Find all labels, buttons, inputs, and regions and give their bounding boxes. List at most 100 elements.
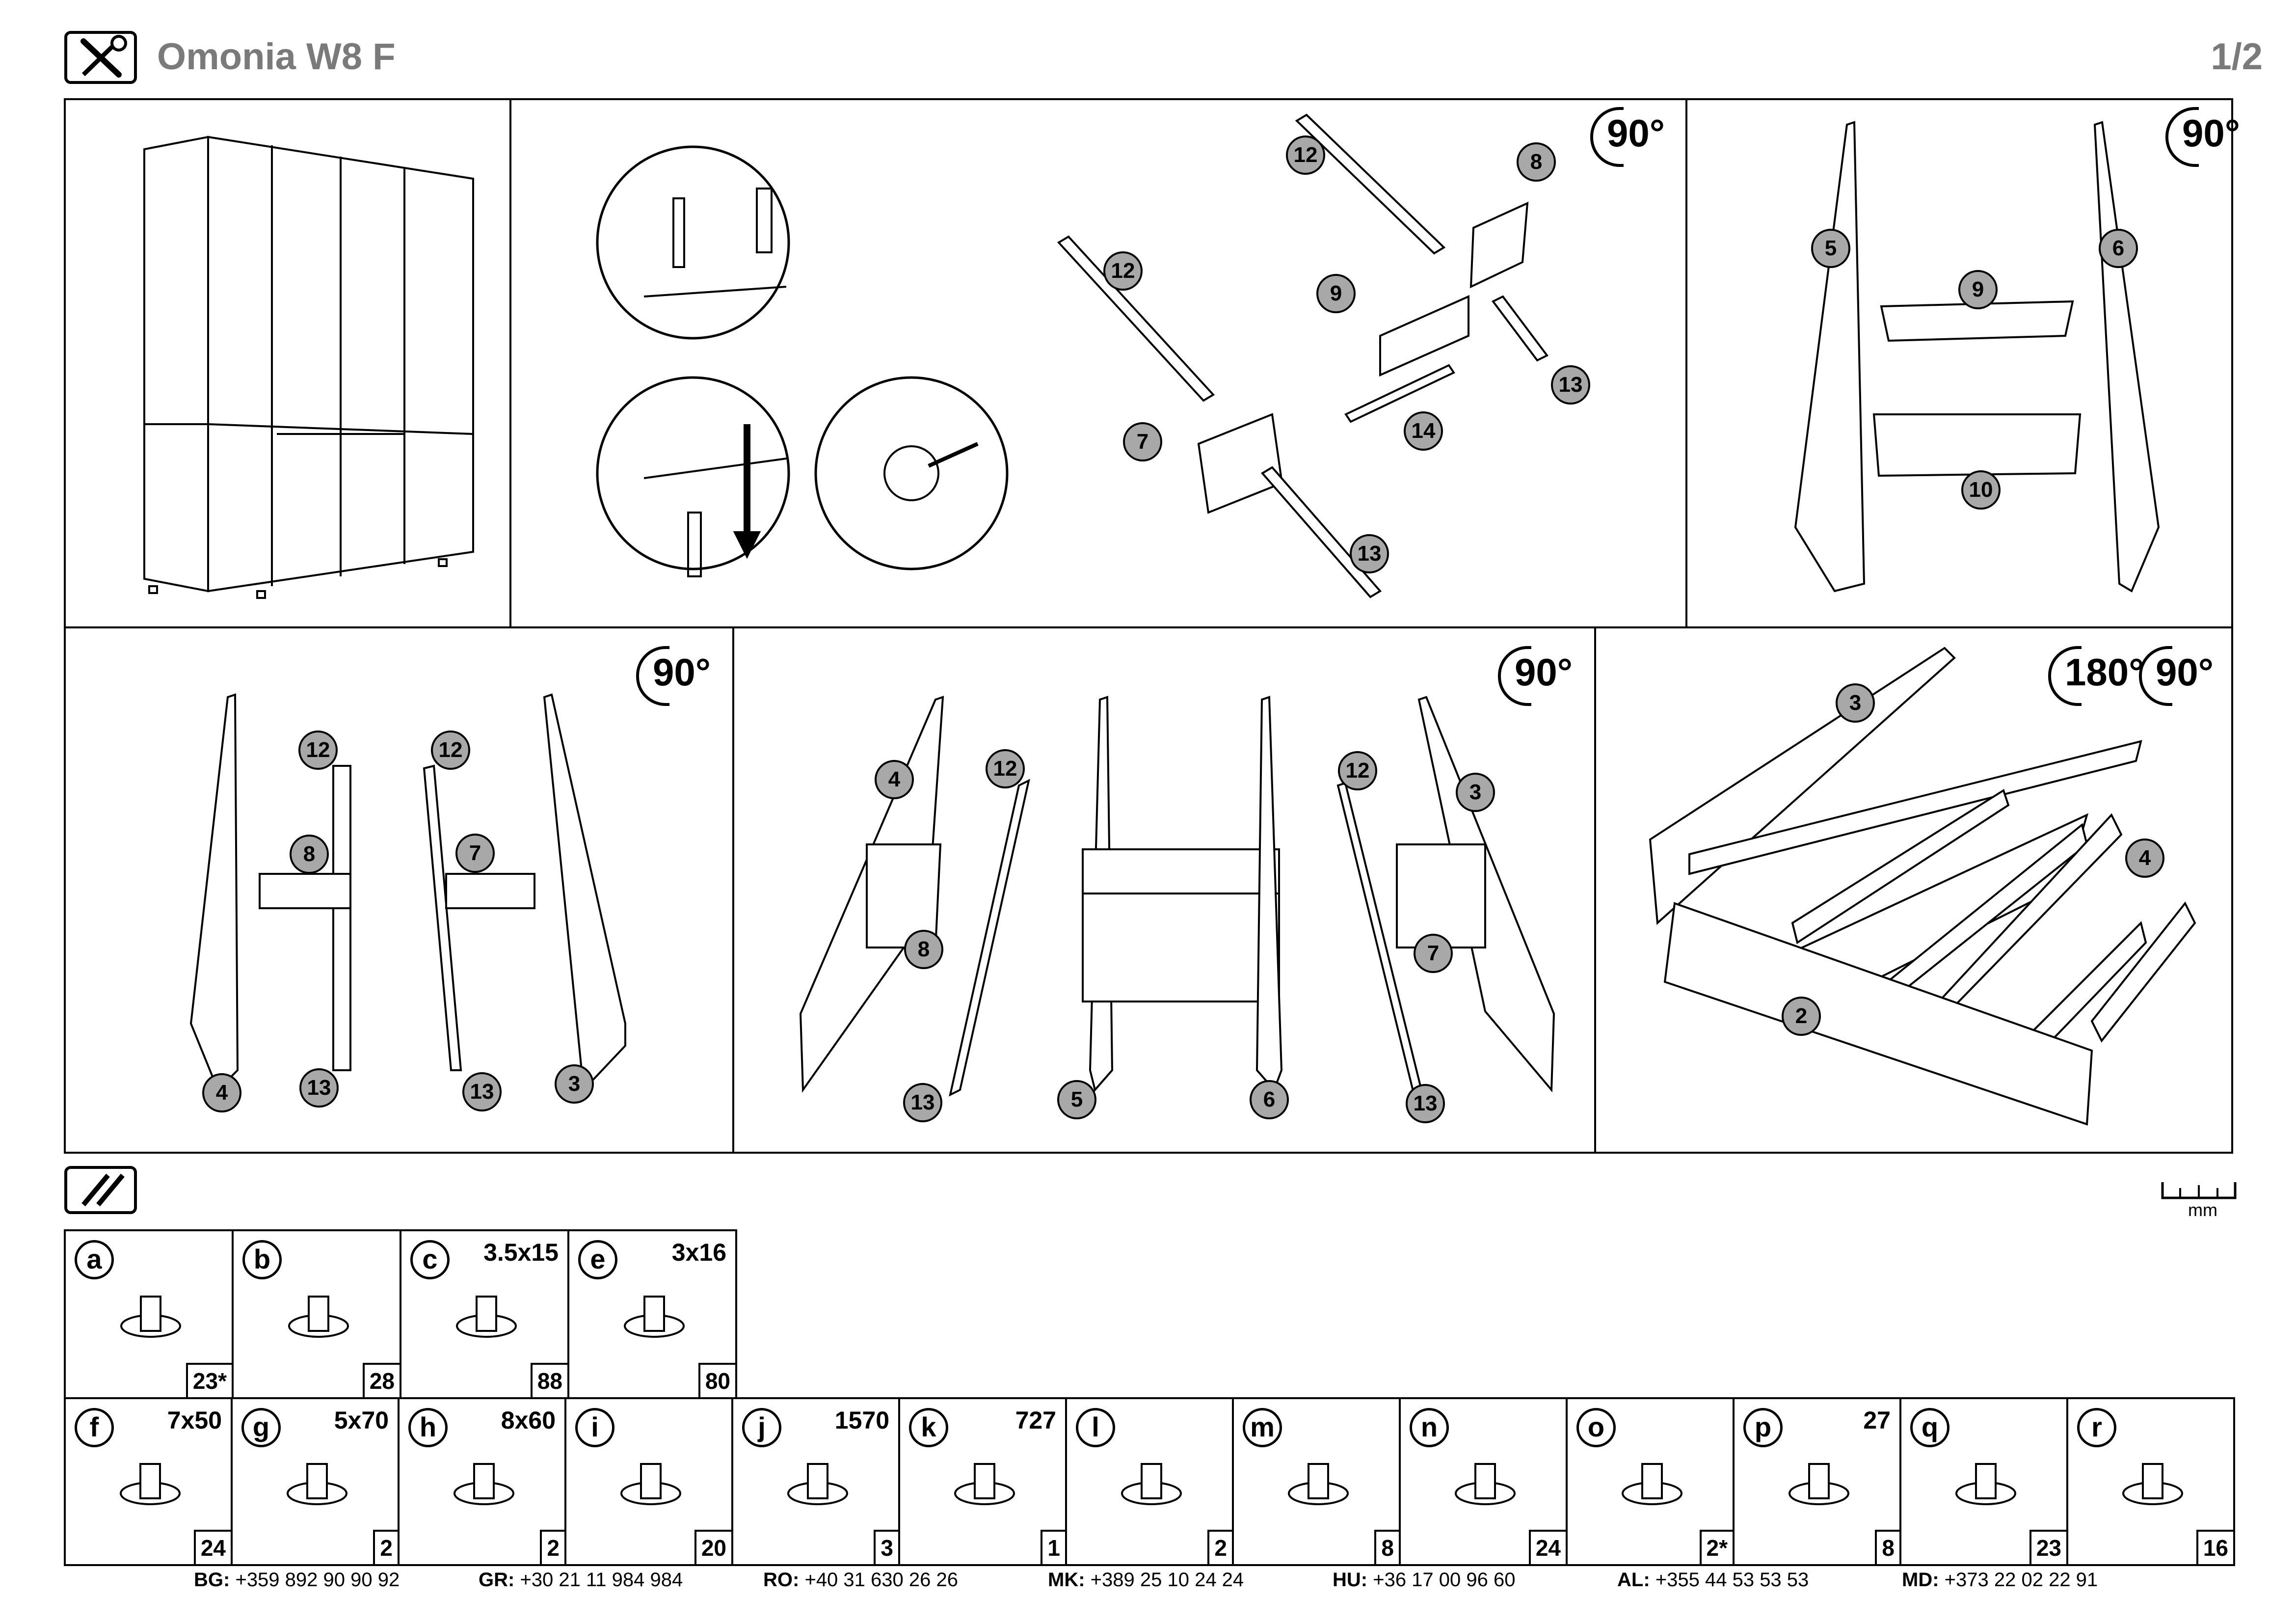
hardware-cell-m: m 8 [1232, 1397, 1401, 1566]
footer-phone-5: AL: +355 44 53 53 53 [1617, 1569, 1809, 1591]
part-number-badge: 5 [1057, 1080, 1096, 1119]
footer-phone-4: HU: +36 17 00 96 60 [1333, 1569, 1516, 1591]
part-number-badge: 4 [202, 1073, 241, 1112]
hardware-qty: 24 [1528, 1530, 1566, 1564]
part-number-badge: 12 [986, 749, 1025, 788]
part-number-badge: 13 [903, 1083, 942, 1122]
hardware-cell-o: o 2* [1566, 1397, 1735, 1566]
hardware-qty: 23* [186, 1363, 232, 1397]
rotate-90-icon: 90° [1498, 646, 1573, 706]
step1-diagram [596, 113, 1549, 598]
hardware-size: 27 [1863, 1407, 1891, 1434]
part-number-badge: 12 [1286, 135, 1325, 175]
part-number-badge: 13 [299, 1068, 339, 1108]
n-fitting-icon [1455, 1463, 1516, 1505]
part-number-badge: 6 [2099, 229, 2138, 268]
hardware-qty: 2 [540, 1530, 564, 1564]
m-fitting-icon [1288, 1463, 1349, 1505]
f-fitting-icon [120, 1463, 181, 1505]
hardware-cell-j: j 1570 3 [731, 1397, 900, 1566]
k-fitting-icon [954, 1463, 1015, 1505]
hardware-letter: g [241, 1408, 281, 1447]
part-number-badge: 12 [1103, 251, 1143, 291]
hardware-cell-f: f 7x50 24 [64, 1397, 233, 1566]
hardware-letter: j [742, 1408, 781, 1447]
rotate-90-icon: 90° [636, 646, 711, 706]
rotate-90-icon: 90° [2165, 107, 2240, 167]
panel-step4: 90° [732, 626, 1596, 1154]
tools-icon [64, 30, 137, 84]
hardware-qty: 2* [1699, 1530, 1733, 1564]
part-number-badge: 4 [875, 760, 914, 799]
footer-phone-2: RO: +40 31 630 26 26 [763, 1569, 958, 1591]
ruler-icon: mm [2160, 1178, 2238, 1222]
country-code: RO: [763, 1569, 800, 1591]
hardware-letter: c [410, 1240, 450, 1279]
country-code: MD: [1902, 1569, 1939, 1591]
a-fitting-icon [120, 1296, 181, 1338]
hardware-cell-n: n 24 [1399, 1397, 1568, 1566]
hardware-qty: 3 [874, 1530, 898, 1564]
hardware-letter: a [75, 1240, 114, 1279]
part-number-badge: 8 [1517, 142, 1556, 182]
phone-number: +373 22 02 22 91 [1944, 1569, 2098, 1591]
part-number-badge: 8 [290, 835, 329, 874]
hardware-qty: 88 [530, 1363, 567, 1397]
hardware-cell-l: l 2 [1065, 1397, 1234, 1566]
hardware-letter: r [2077, 1408, 2116, 1447]
hardware-qty: 23 [2029, 1530, 2066, 1564]
hardware-cell-r: r 16 [2066, 1397, 2235, 1566]
hardware-qty: 8 [1875, 1530, 1899, 1564]
hardware-size: 7x50 [167, 1407, 222, 1434]
country-code: HU: [1333, 1569, 1368, 1591]
hardware-icon [64, 1165, 137, 1215]
page-number: 1/2 [2211, 36, 2263, 78]
part-number-badge: 12 [298, 731, 338, 770]
hardware-size: 3.5x15 [483, 1239, 559, 1266]
step4-diagram [799, 696, 1555, 1097]
hardware-qty: 1 [1041, 1530, 1065, 1564]
part-number-badge: 3 [555, 1064, 594, 1104]
phone-number: +30 21 11 984 984 [520, 1569, 683, 1591]
country-code: AL: [1617, 1569, 1650, 1591]
phone-number: +355 44 53 53 53 [1655, 1569, 1809, 1591]
panel-step1: 90° [509, 98, 1687, 628]
country-code: MK: [1048, 1569, 1085, 1591]
hardware-letter: q [1910, 1408, 1949, 1447]
part-number-badge: 13 [462, 1072, 502, 1111]
hardware-cell-c: c 3.5x15 88 [400, 1229, 569, 1399]
b-fitting-icon [288, 1296, 349, 1338]
j-fitting-icon [787, 1463, 848, 1505]
phone-number: +40 31 630 26 26 [804, 1569, 958, 1591]
hardware-qty: 28 [362, 1363, 400, 1397]
hardware-size: 3x16 [671, 1239, 726, 1266]
hardware-cell-a: a 23* [64, 1229, 234, 1399]
hardware-letter: o [1576, 1408, 1616, 1447]
part-number-badge: 9 [1316, 274, 1356, 313]
step2-diagram [1794, 121, 2160, 593]
part-number-badge: 7 [1123, 422, 1162, 461]
country-code: GR: [479, 1569, 515, 1591]
hardware-qty: 8 [1374, 1530, 1399, 1564]
hardware-size: 727 [1015, 1407, 1056, 1434]
part-number-badge: 9 [1958, 270, 1998, 309]
part-number-badge: 8 [904, 930, 943, 969]
ruler-unit: mm [2188, 1200, 2217, 1220]
hardware-cell-b: b 28 [232, 1229, 401, 1399]
panel-step3: 90° [64, 626, 734, 1154]
part-number-badge: 5 [1811, 229, 1850, 268]
phone-number: +36 17 00 96 60 [1373, 1569, 1516, 1591]
footer-phone-0: BG: +359 892 90 90 92 [194, 1569, 400, 1591]
hardware-cell-q: q 23 [1899, 1397, 2068, 1566]
hardware-qty: 80 [698, 1363, 735, 1397]
hardware-letter: l [1076, 1408, 1115, 1447]
footer-phone-3: MK: +389 25 10 24 24 [1048, 1569, 1244, 1591]
hardware-cell-h: h 8x60 2 [398, 1397, 566, 1566]
part-number-badge: 7 [1414, 934, 1453, 973]
l-fitting-icon [1121, 1463, 1182, 1505]
hardware-letter: p [1743, 1408, 1783, 1447]
phone-number: +389 25 10 24 24 [1090, 1569, 1244, 1591]
hardware-letter: e [578, 1240, 617, 1279]
wardrobe-illustration [143, 135, 474, 599]
hardware-size: 1570 [834, 1407, 889, 1434]
